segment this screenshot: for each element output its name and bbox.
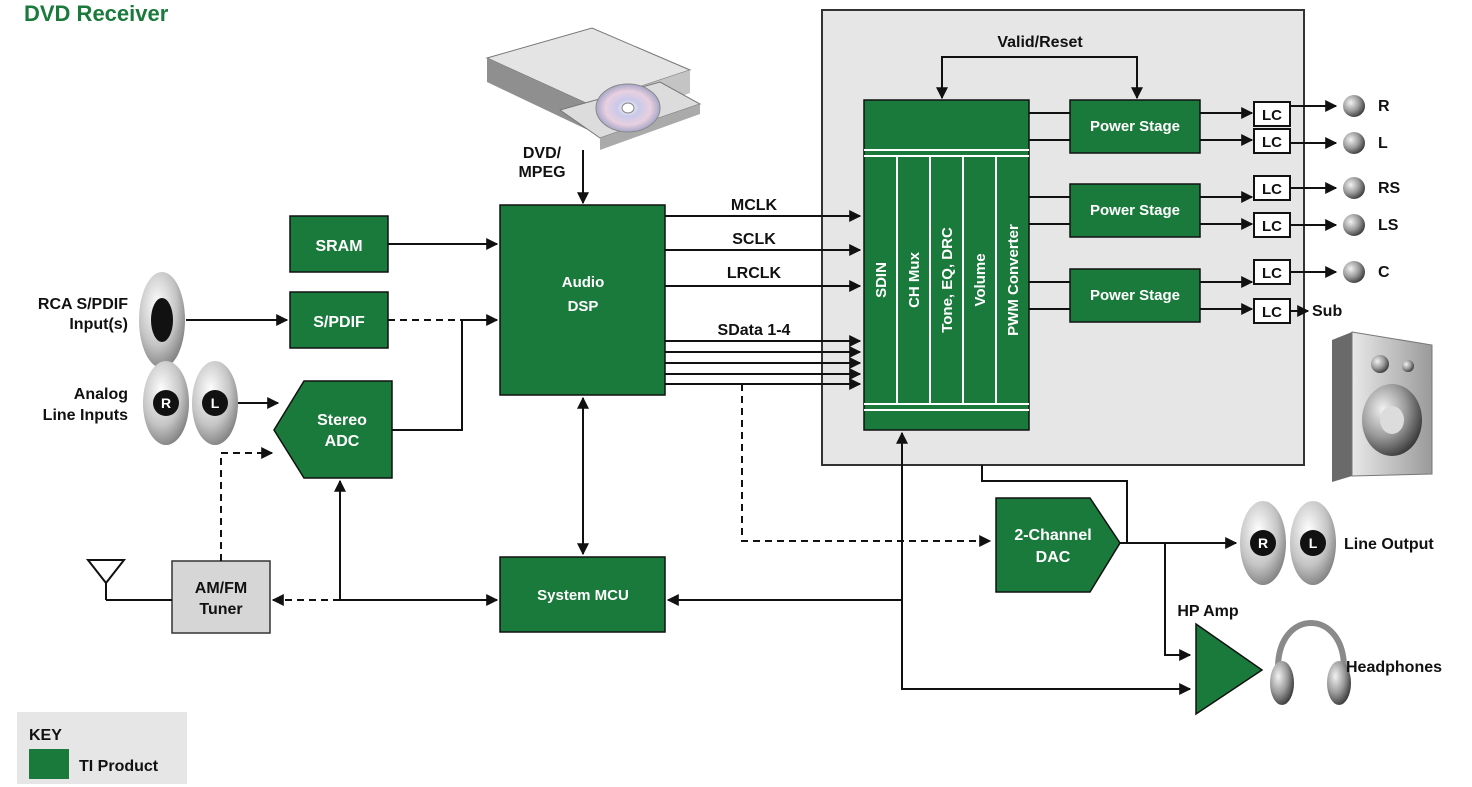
sclk-label: SCLK <box>732 231 776 248</box>
svg-text:Analog: Analog <box>74 386 128 403</box>
system-mcu-block <box>499 556 666 633</box>
svg-text:DVD/: DVD/ <box>523 145 562 162</box>
key-item-label: TI Product <box>79 758 159 775</box>
valid-reset-label: Valid/Reset <box>997 34 1083 51</box>
stereo-adc-block <box>273 380 393 479</box>
audio-dsp-block <box>499 204 666 396</box>
svg-text:MPEG: MPEG <box>518 164 565 181</box>
speaker-l-icon <box>1343 132 1365 154</box>
page-title: DVD Receiver <box>24 1 169 26</box>
rca-spdif-label: RCA S/PDIF Input(s) <box>38 296 128 333</box>
audio-dsp-label: Audio DSP <box>562 274 605 315</box>
headphones-icon <box>1270 620 1351 705</box>
antenna-icon <box>85 559 172 601</box>
lc-filter-rs-label: LC <box>1262 181 1282 198</box>
svg-text:ADC: ADC <box>325 433 360 450</box>
lc-filter-c-label: LC <box>1262 265 1282 282</box>
tone-eq-drc-column-label: Tone, EQ, DRC <box>939 227 956 333</box>
svg-text:L: L <box>211 395 220 411</box>
sdin-column-label: SDIN <box>873 262 890 298</box>
line-out-r-jack: R <box>1240 501 1286 585</box>
rca-spdif-jack <box>139 272 185 368</box>
dvd-drive-illustration <box>485 27 702 150</box>
lc-filter-ls-label: LC <box>1262 218 1282 235</box>
power-stage-3 <box>1069 268 1201 323</box>
speaker-c-icon <box>1343 261 1365 283</box>
amp-processor-block <box>863 99 1030 431</box>
key-swatch <box>29 749 69 779</box>
channel-r-label: R <box>1378 98 1390 115</box>
amfm-tuner-label: AM/FM Tuner <box>195 580 247 618</box>
power-stage-2 <box>1069 183 1201 238</box>
svg-text:Input(s): Input(s) <box>69 316 128 333</box>
channel-ls-label: LS <box>1378 217 1399 234</box>
channel-rs-label: RS <box>1378 180 1401 197</box>
power-stage-to-lc-lines <box>1200 107 1254 315</box>
analog-r-jack: R <box>143 361 189 445</box>
hp-amp-label: HP Amp <box>1177 603 1239 620</box>
dvd-mpeg-label: DVD/ MPEG <box>518 145 565 181</box>
output-connectors <box>666 431 1238 695</box>
channel-sub-label: Sub <box>1312 303 1342 320</box>
speaker-cabinet-illustration <box>1332 331 1433 482</box>
svg-text:Stereo: Stereo <box>317 412 367 429</box>
ch-mux-column-label: CH Mux <box>906 251 923 307</box>
power-stage-3-label: Power Stage <box>1090 287 1180 304</box>
stereo-adc-label: Stereo ADC <box>317 412 367 450</box>
key-title: KEY <box>29 727 62 744</box>
pwm-converter-column-label: PWM Converter <box>1005 224 1022 336</box>
svg-text:R: R <box>1258 535 1268 551</box>
speaker-rs-icon <box>1343 177 1365 199</box>
lc-filter-r-label: LC <box>1262 107 1282 124</box>
lc-filter-sub <box>1253 298 1291 324</box>
input-connectors <box>186 238 589 606</box>
svg-text:AM/FM: AM/FM <box>195 580 247 597</box>
speaker-r-icon <box>1343 95 1365 117</box>
lc-filter-l-label: LC <box>1262 134 1282 151</box>
dac-label: 2-Channel DAC <box>1014 527 1091 566</box>
svg-text:Audio: Audio <box>562 274 605 291</box>
system-mcu-label: System MCU <box>537 587 629 604</box>
channel-c-label: C <box>1378 264 1390 281</box>
analog-l-jack: L <box>192 361 238 445</box>
power-stage-2-label: Power Stage <box>1090 202 1180 219</box>
lc-to-speaker-lines <box>1290 100 1338 317</box>
mclk-label: MCLK <box>731 197 778 214</box>
headphones-label: Headphones <box>1346 659 1442 676</box>
svg-text:DAC: DAC <box>1036 549 1071 566</box>
amfm-tuner-block <box>171 560 271 634</box>
line-out-l-jack: L <box>1290 501 1336 585</box>
spdif-label: S/PDIF <box>313 314 365 331</box>
pwm-to-power-stage-lines <box>1029 112 1070 310</box>
valid-reset-connector <box>936 56 1143 100</box>
volume-column-label: Volume <box>972 253 989 306</box>
dsp-signal-lines <box>665 210 992 547</box>
power-stage-1-label: Power Stage <box>1090 118 1180 135</box>
analog-inputs-label: Analog Line Inputs <box>43 386 128 424</box>
svg-text:2-Channel: 2-Channel <box>1014 527 1091 544</box>
hp-amp-block <box>1195 622 1264 716</box>
svg-text:Line Inputs: Line Inputs <box>43 407 128 424</box>
svg-text:Tuner: Tuner <box>199 601 242 618</box>
lrclk-label: LRCLK <box>727 265 782 282</box>
lc-filter-rs <box>1253 175 1291 201</box>
sram-label: SRAM <box>315 238 362 255</box>
dac-block <box>995 497 1121 593</box>
speaker-ls-icon <box>1343 214 1365 236</box>
svg-text:R: R <box>161 395 171 411</box>
sdata-label: SData 1-4 <box>718 322 791 339</box>
svg-text:DSP: DSP <box>568 298 599 315</box>
lc-filter-sub-label: LC <box>1262 304 1282 321</box>
lc-filter-r <box>1253 101 1291 127</box>
channel-l-label: L <box>1378 135 1388 152</box>
svg-text:L: L <box>1309 535 1318 551</box>
lc-filter-l <box>1253 128 1291 154</box>
svg-text:RCA S/PDIF: RCA S/PDIF <box>38 296 128 313</box>
line-output-label: Line Output <box>1344 536 1434 553</box>
power-stage-1 <box>1069 99 1201 154</box>
